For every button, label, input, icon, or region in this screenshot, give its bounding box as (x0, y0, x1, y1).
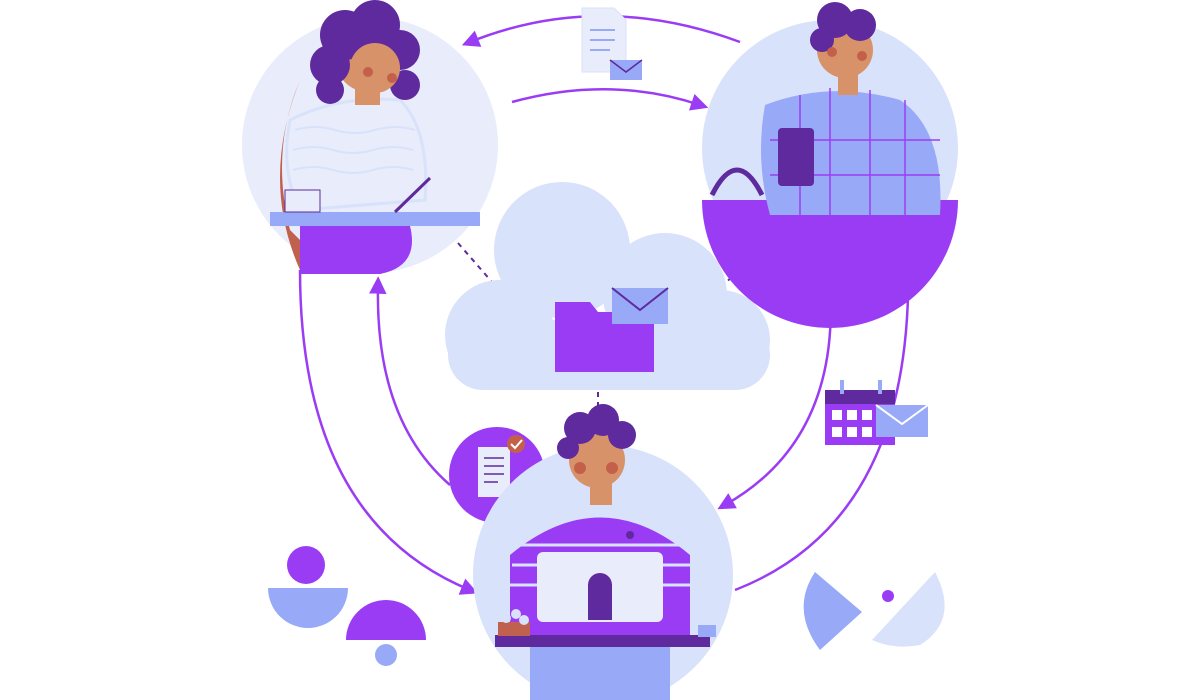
arrow-left-to-right (511, 88, 709, 111)
arrow-bottom-up-left (369, 276, 451, 486)
envelope-icon (609, 59, 643, 80)
person-top-right (702, 2, 958, 328)
document-icon (581, 7, 627, 73)
person-top-left (242, 0, 498, 274)
decorative-shapes (268, 546, 945, 666)
envelope-icon (875, 404, 929, 437)
person-bottom (473, 404, 733, 700)
arrow-bottom-up-right (734, 249, 917, 592)
arrow-left-down (298, 269, 479, 595)
envelope-icon (611, 287, 669, 324)
